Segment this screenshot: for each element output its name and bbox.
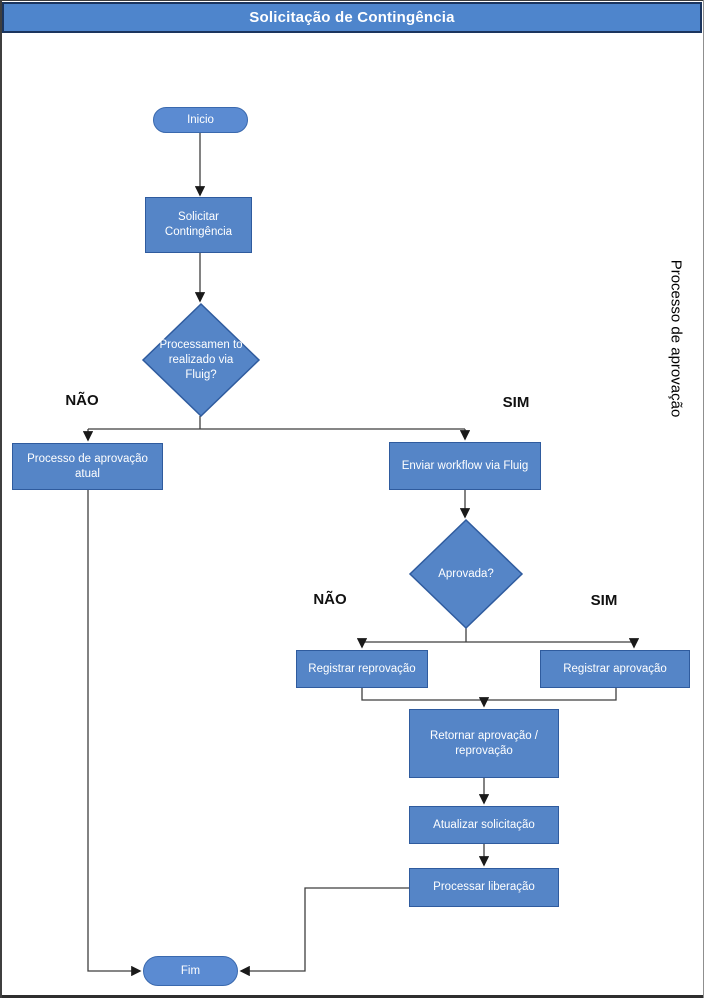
edge-label-aprovada-sim: SIM: [590, 592, 618, 609]
start-node-inicio: Inicio: [153, 107, 248, 133]
process-registrar-reprovacao: Registrar reprovação: [296, 650, 428, 688]
process-registrar-aprovacao: Registrar aprovação: [540, 650, 690, 688]
edge-decision2-split: [362, 628, 634, 643]
edge-label-fluig-nao: NÃO: [65, 392, 99, 409]
process-retornar-aprovacao: Retornar aprovação / reprovação: [409, 709, 559, 778]
edge-label-aprovada-nao: NÃO: [313, 591, 347, 608]
edge-processar-fim: [239, 887, 409, 977]
edge-procatual-fim: [87, 490, 142, 977]
end-node-fim: Fim: [143, 956, 238, 986]
decision-aprovada-label: Aprovada?: [438, 568, 494, 580]
edge-label-fluig-sim: SIM: [502, 394, 530, 411]
process-processar-liberacao: Processar liberação: [409, 868, 559, 907]
process-enviar-workflow: Enviar workflow via Fluig: [389, 442, 541, 490]
process-solicitar-contingencia: Solicitar Contingência: [145, 197, 252, 253]
decision-fluig-label: Processamen to realizado via Fluig?: [159, 339, 243, 381]
decision-fluig-shape: [141, 302, 261, 418]
lane-label-processo-aprovacao: Processo de aprovação: [667, 259, 685, 418]
edge-decision1-split: [88, 416, 465, 430]
process-aprovacao-atual: Processo de aprovação atual: [12, 443, 163, 490]
title-bar: Solicitação de Contingência: [2, 2, 702, 33]
process-atualizar-solicitacao: Atualizar solicitação: [409, 806, 559, 844]
edge-registrar-merge: [361, 688, 617, 701]
decision-aprovada-shape: [408, 518, 524, 630]
page-title: Solicitação de Contingência: [249, 9, 455, 26]
